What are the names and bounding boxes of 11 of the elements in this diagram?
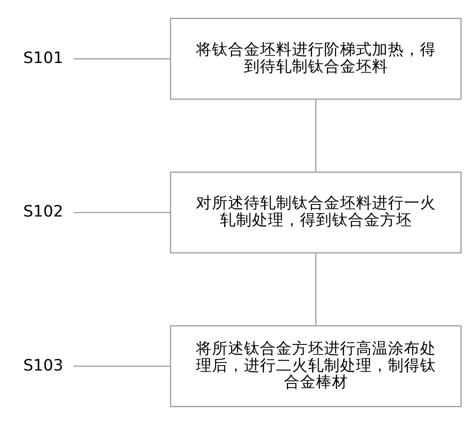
node-box: 将钛合金坯料进行阶梯式加热，得到待轧制钛合金坯料: [170, 17, 462, 100]
node-box: 对所述待轧制钛合金坯料进行一火轧制处理，得到钛合金方坯: [170, 171, 462, 253]
node-text: S103: [23, 354, 64, 374]
connector: [315, 252, 316, 325]
connector: [74, 211, 170, 213]
connector: [74, 58, 170, 59]
node-text: S101: [23, 48, 64, 67]
connector: [315, 98, 316, 172]
node-box: 将所述钛合金方坯进行高温涂布处理后，进行二火轧制处理，制得钛合金棒材: [170, 324, 462, 407]
connector: [74, 365, 170, 366]
node-text: S102: [23, 201, 64, 220]
